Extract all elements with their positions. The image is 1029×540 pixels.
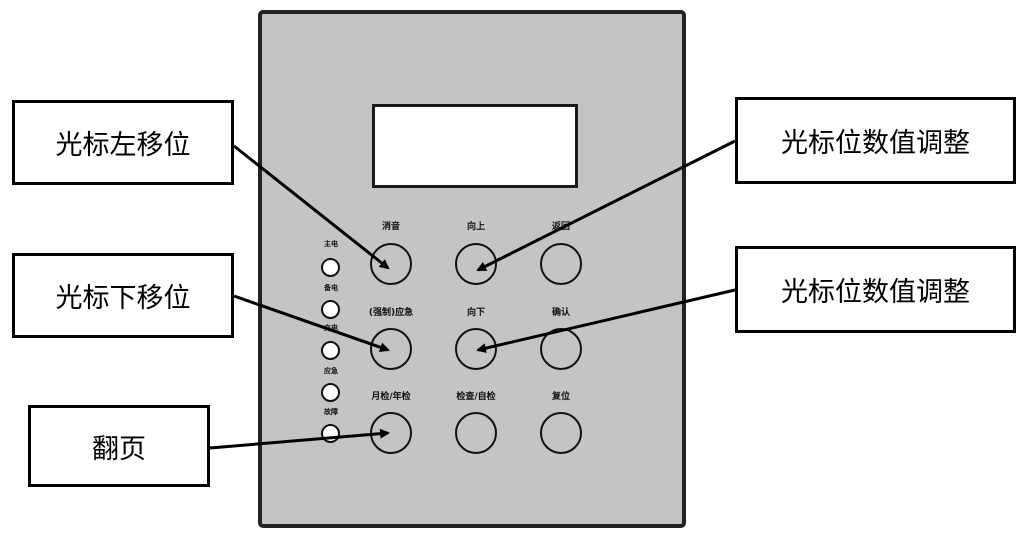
- callout-cursor-down-text: 光标下移位: [55, 283, 191, 314]
- label-up: 向上: [466, 222, 485, 232]
- callout-value-adjust-down-text: 光标位数值调整: [781, 277, 970, 308]
- confirm-button[interactable]: [540, 328, 582, 370]
- indicator-label-fault: 故障: [324, 408, 338, 416]
- reset-button[interactable]: [540, 412, 582, 454]
- indicator-label-main-power: 主电: [324, 240, 338, 248]
- label-force-emergency: (强制)应急: [368, 308, 414, 318]
- back-button[interactable]: [540, 243, 582, 285]
- indicator-label-backup-power: 备电: [324, 284, 338, 292]
- callout-page-turn-text: 翻页: [92, 433, 146, 465]
- label-reset: 复位: [551, 392, 570, 402]
- emergency-indicator: [321, 383, 340, 402]
- monthly-yearly-check-button[interactable]: [370, 412, 412, 454]
- label-confirm: 确认: [551, 308, 570, 318]
- callout-value-adjust-up: 光标位数值调整: [735, 97, 1016, 184]
- mute-button[interactable]: [370, 243, 412, 285]
- callout-cursor-down: 光标下移位: [12, 253, 234, 338]
- label-back: 返回: [551, 222, 570, 232]
- indicator-label-emergency: 应急: [324, 367, 338, 375]
- label-down: 向下: [466, 308, 485, 318]
- callout-value-adjust-up-text: 光标位数值调整: [781, 128, 970, 159]
- label-check-selftest: 检查/自检: [456, 392, 496, 402]
- label-mute: 消音: [381, 222, 400, 232]
- callout-cursor-left-text: 光标左移位: [55, 130, 191, 161]
- fault-indicator: [321, 424, 340, 443]
- callout-page-turn: 翻页: [28, 405, 210, 487]
- force-emergency-button[interactable]: [370, 328, 412, 370]
- backup-power-indicator: [321, 300, 340, 319]
- label-monthly-yearly-check: 月检/年检: [371, 392, 411, 402]
- main-power-indicator: [321, 258, 340, 277]
- indicator-label-charge: 充电: [324, 324, 338, 332]
- callout-value-adjust-down: 光标位数值调整: [735, 246, 1016, 333]
- up-button[interactable]: [455, 243, 497, 285]
- down-button[interactable]: [455, 328, 497, 370]
- lcd-display: [372, 104, 578, 188]
- charge-indicator: [321, 341, 340, 360]
- callout-cursor-left: 光标左移位: [12, 100, 234, 185]
- check-selftest-button[interactable]: [455, 412, 497, 454]
